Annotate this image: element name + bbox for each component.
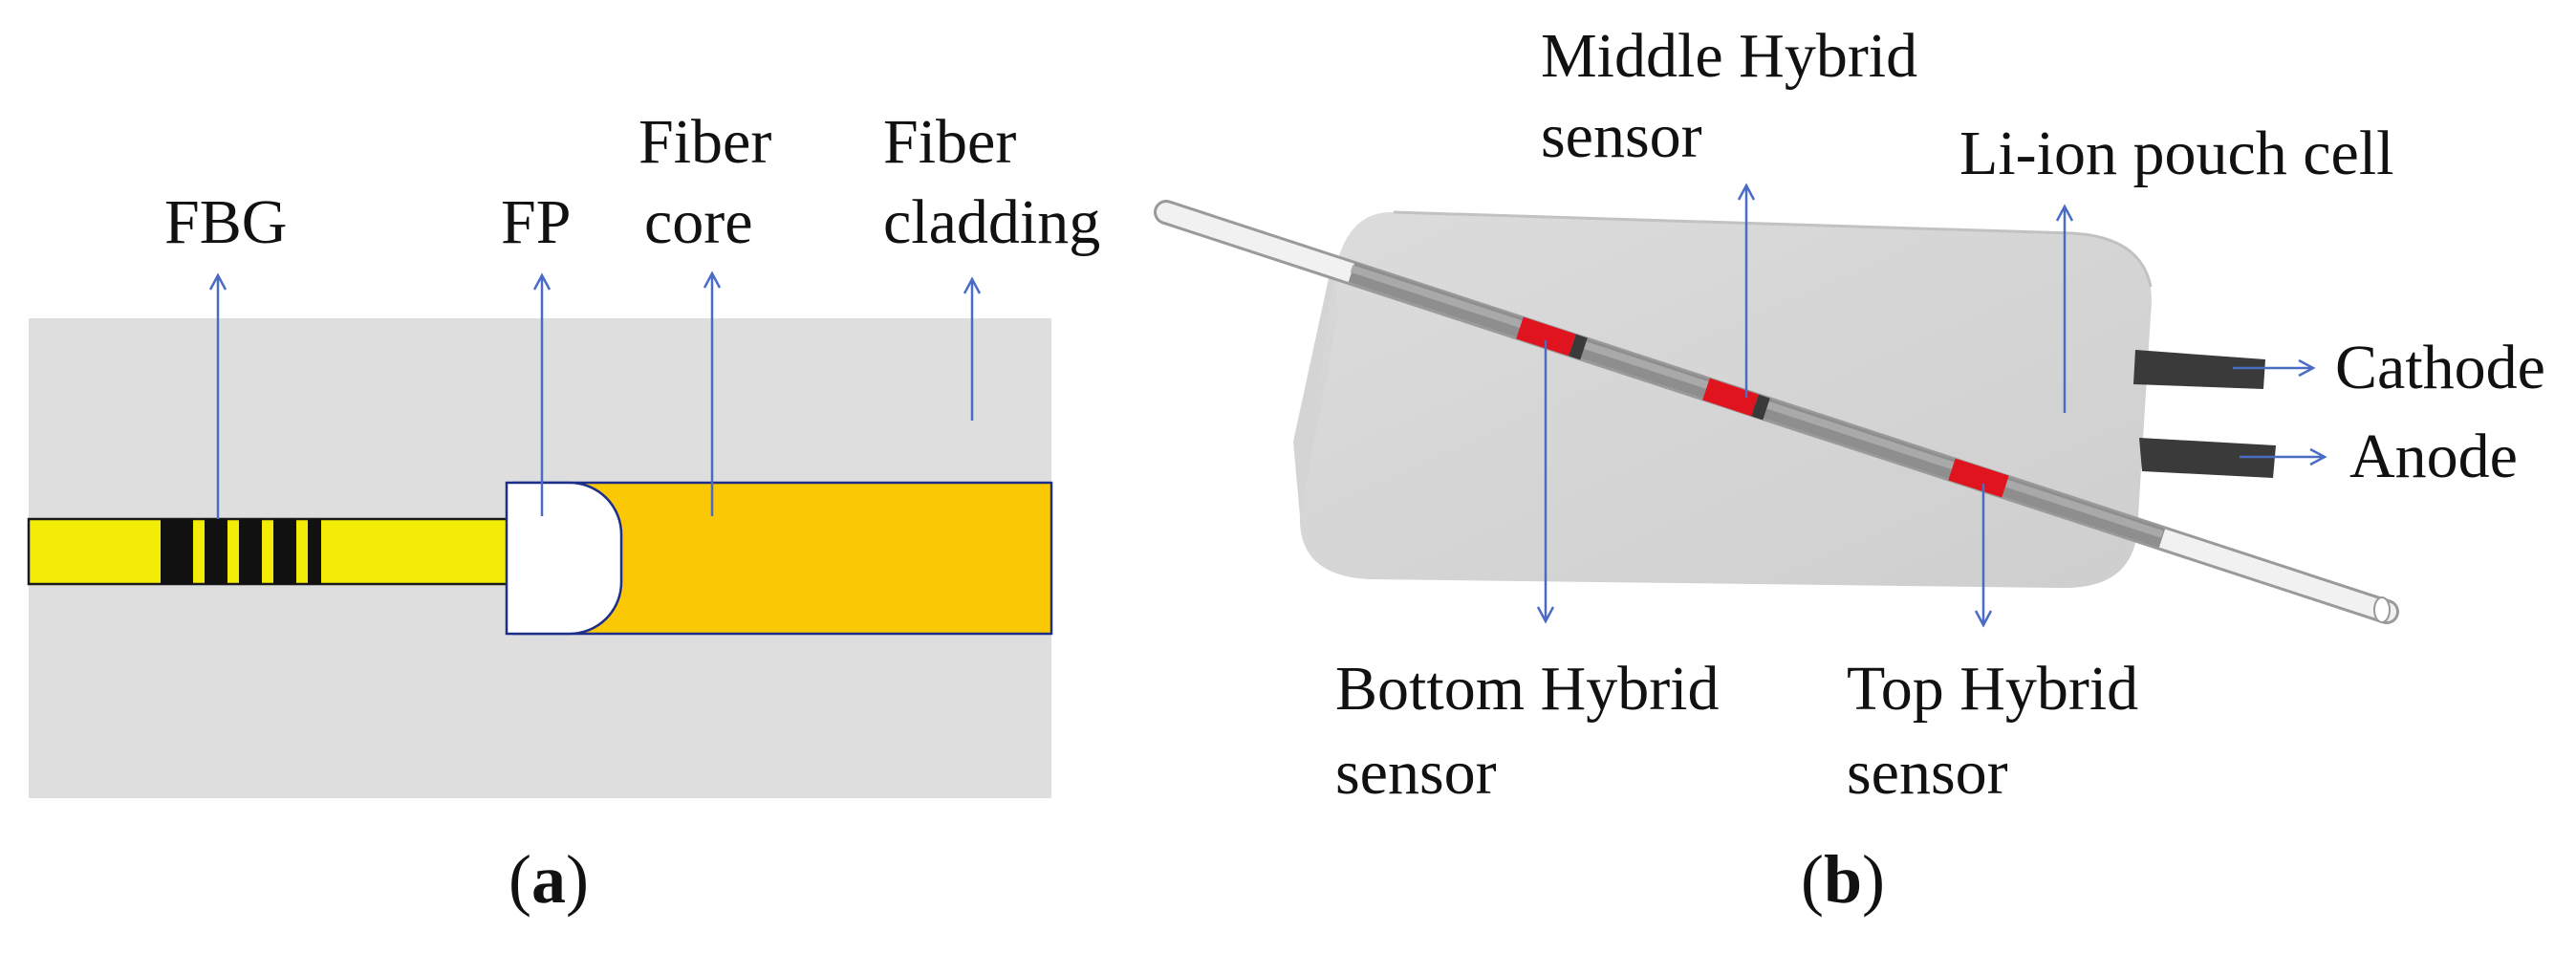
label-li-ion-pouch-cell: Li-ion pouch cell <box>1959 119 2394 188</box>
label-fp: FP <box>501 187 571 257</box>
pouch-cell-top-edge <box>1393 210 2153 288</box>
fiber-cladding-arrow <box>963 276 982 421</box>
label-cathode: Cathode <box>2335 333 2545 402</box>
fp-cavity <box>505 481 623 636</box>
label-middle-hybrid-line2: sensor <box>1541 101 1702 171</box>
bottom-hybrid-sensor <box>1516 316 1588 360</box>
label-fiber-core-line1: Fiber <box>639 107 771 177</box>
fbg-arrow <box>208 272 227 519</box>
label-fiber-cladding-line1: Fiber <box>883 107 1016 177</box>
label-fiber-core-line2: core <box>644 187 753 257</box>
cathode-tab <box>2133 350 2265 389</box>
label-fbg: FBG <box>164 187 287 257</box>
caption-a: (a) <box>509 841 589 918</box>
top-hybrid-sensor <box>1948 458 2009 498</box>
pouch-cell-side <box>1293 256 1338 516</box>
fbg-grating <box>161 519 321 584</box>
middle-hybrid-sensor <box>1702 378 1770 421</box>
fiber-core-arrow <box>703 271 722 516</box>
label-bottom-hybrid-line2: sensor <box>1335 738 1497 808</box>
cathode-arrow <box>2233 358 2316 378</box>
panel-a: FBG FP Fiber core Fiber cladding (a) <box>27 107 1100 918</box>
fbg-fiber-segment <box>27 517 516 586</box>
top-sensor-arrow <box>1974 484 1993 628</box>
fp-arrow <box>532 272 552 516</box>
caption-b: (b) <box>1801 841 1885 918</box>
bottom-sensor-arrow <box>1536 340 1555 624</box>
label-bottom-hybrid-line1: Bottom Hybrid <box>1335 654 1720 724</box>
anode-arrow <box>2240 447 2327 466</box>
pouch-cell-arrow <box>2055 204 2074 413</box>
label-top-hybrid-line1: Top Hybrid <box>1847 654 2138 724</box>
label-top-hybrid-line2: sensor <box>1847 738 2008 808</box>
label-fiber-cladding-line2: cladding <box>883 187 1100 257</box>
label-anode: Anode <box>2349 422 2518 491</box>
label-middle-hybrid-line1: Middle Hybrid <box>1541 21 1917 91</box>
middle-sensor-arrow <box>1737 183 1756 398</box>
panel-b: Middle Hybrid sensor Li-ion pouch cell C… <box>1154 21 2545 918</box>
anode-tab <box>2139 438 2276 478</box>
